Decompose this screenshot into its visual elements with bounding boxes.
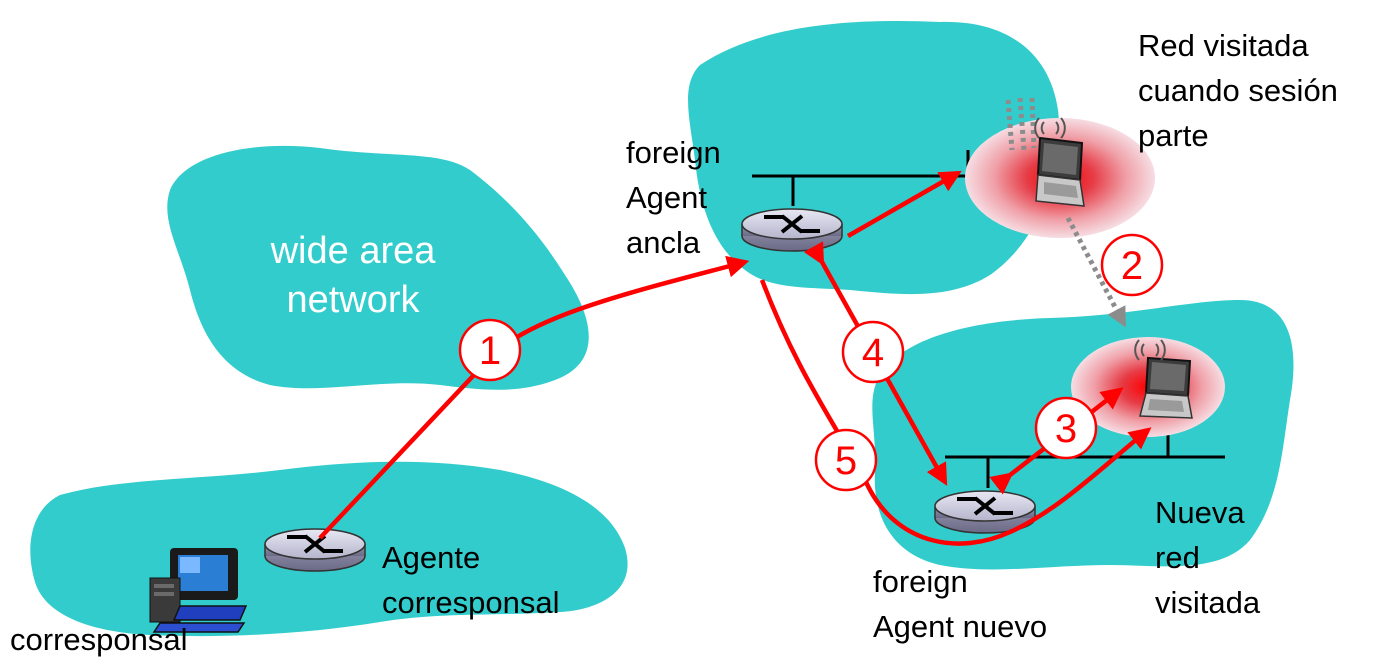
wan-label: network xyxy=(286,279,420,321)
laptop-icon xyxy=(1035,136,1085,207)
movement-path xyxy=(1005,97,1127,328)
visited-network-label: parte xyxy=(1138,118,1209,153)
step-4-marker: 4 xyxy=(841,320,905,384)
step-2-marker: 2 xyxy=(1100,233,1164,297)
arrow-step-5 xyxy=(759,279,1152,546)
anchor-agent-label: Agent xyxy=(626,180,707,215)
step-3-marker: 3 xyxy=(1034,396,1098,460)
correspondent-agent-label: corresponsal xyxy=(382,585,559,620)
wireless-signal-icon xyxy=(1034,117,1066,139)
correspondent-agent-label: Agente xyxy=(382,540,480,575)
svg-text:5: 5 xyxy=(835,439,857,483)
anchor-agent-label: ancla xyxy=(626,225,701,260)
visited-network-label: cuando sesión xyxy=(1138,73,1338,108)
svg-text:3: 3 xyxy=(1055,407,1077,451)
anchor-router-icon xyxy=(741,208,843,252)
correspondent-host-label: corresponsal xyxy=(10,622,187,657)
wireless-signal-icon xyxy=(1134,339,1166,361)
laptop-icon xyxy=(1139,356,1193,419)
new-agent-label: foreign xyxy=(873,564,968,599)
svg-text:4: 4 xyxy=(862,331,884,375)
wan-label: wide area xyxy=(270,230,437,272)
new-agent-label: Agent nuevo xyxy=(873,609,1047,644)
correspondent-router-icon xyxy=(264,528,366,572)
svg-text:2: 2 xyxy=(1121,244,1143,288)
new-network-label: red xyxy=(1155,540,1200,575)
step-1-marker: 1 xyxy=(458,318,522,382)
svg-text:1: 1 xyxy=(479,329,501,373)
anchor-agent-label: foreign xyxy=(626,135,721,170)
step-5-marker: 5 xyxy=(814,428,878,492)
arrow-anchor-to-visited xyxy=(846,170,962,238)
new-agent-router-icon xyxy=(934,490,1036,534)
new-network-label: Nueva xyxy=(1155,495,1245,530)
new-network-label: visitada xyxy=(1155,585,1261,620)
visited-network-label: Red visitada xyxy=(1138,28,1309,63)
desktop-computer-icon xyxy=(149,548,248,633)
